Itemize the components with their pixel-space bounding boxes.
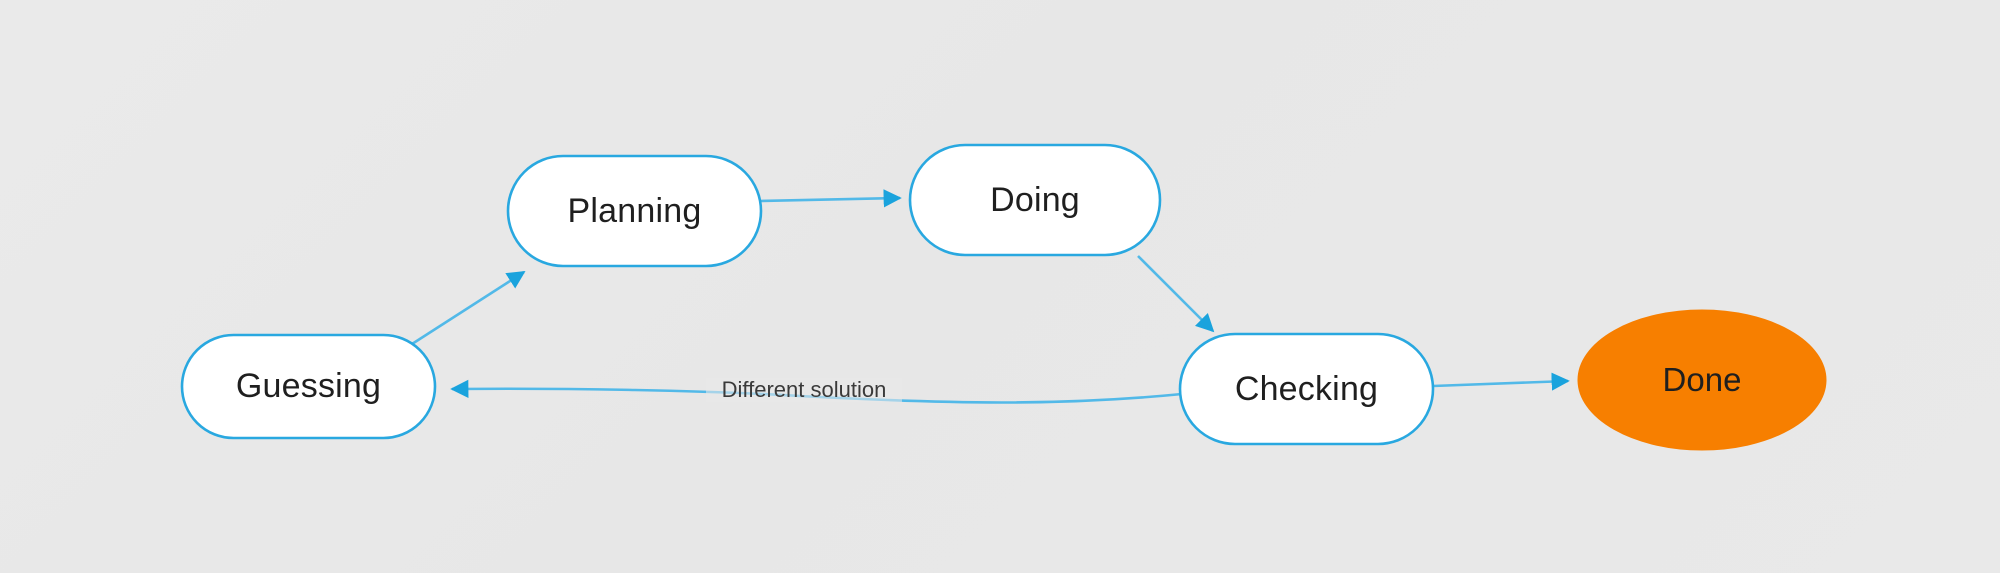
edge-label-backdrop [706, 378, 902, 402]
edge-label-different-solution-text: Different solution [721, 377, 887, 402]
node-checking[interactable] [1178, 332, 1435, 446]
node-done[interactable] [1577, 309, 1827, 451]
node-doing[interactable] [908, 143, 1162, 257]
edge-planning-to-doing [759, 189, 902, 208]
node-guessing[interactable] [180, 333, 437, 440]
edge-checking-to-done [1432, 372, 1570, 391]
edge-doing-to-checking [1137, 255, 1215, 333]
edge-label-mask-layer [706, 378, 902, 402]
edge-label-different-solution: Different solution [706, 377, 902, 403]
nodes-layer [180, 143, 1827, 451]
node-planning[interactable] [506, 154, 763, 268]
edge-guessing-to-planning [411, 270, 526, 346]
